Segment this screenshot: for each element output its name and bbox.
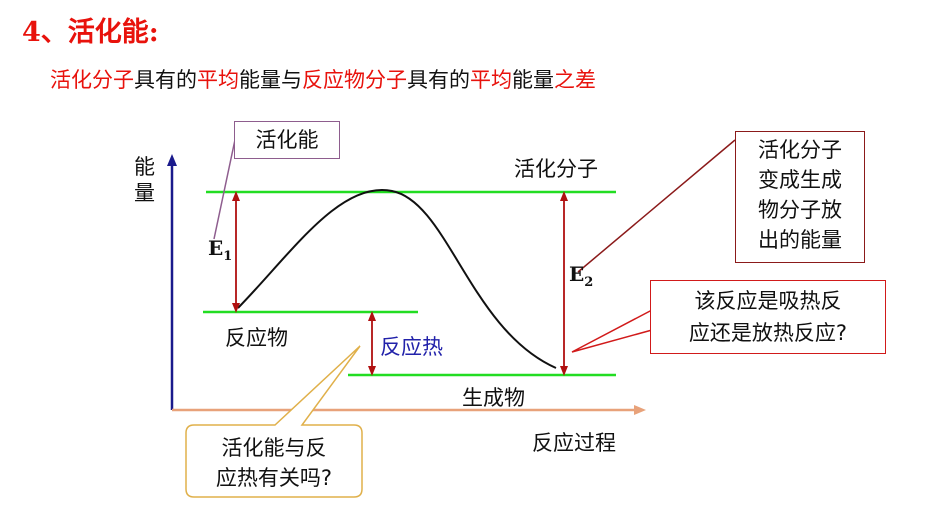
definition-segment: 能量 <box>512 68 554 92</box>
bubble-text-line: 活化能与反 <box>222 436 327 460</box>
definition-segment: 具有的 <box>407 68 470 92</box>
release-box-pointer <box>577 139 736 273</box>
y-axis-label: 能量 <box>134 155 155 205</box>
definition-segment: 平均 <box>470 68 512 92</box>
activation-energy-pointer <box>213 134 237 240</box>
definition-segment: 之差 <box>554 68 596 92</box>
energy-release-box: 活化分子 变成生成 物分子放 出的能量 <box>735 131 865 263</box>
speech-bubble <box>185 345 363 498</box>
bubble-text-line: 应热有关吗? <box>216 466 332 490</box>
definition-segment: 具有的 <box>134 68 197 92</box>
reactant-label: 反应物 <box>225 326 288 350</box>
question-box-pointer <box>571 309 653 353</box>
reaction-type-question-box: 该反应是吸热反 应还是放热反应? <box>650 280 886 354</box>
definition-segment: 平均 <box>197 68 239 92</box>
e1-label: E1 <box>208 236 233 264</box>
activated-molecule-label: 活化分子 <box>514 157 598 181</box>
e2-label: E2 <box>569 262 594 290</box>
definition-segment: 反应物分子 <box>302 68 407 92</box>
x-axis-label: 反应过程 <box>532 431 616 455</box>
reaction-heat-label: 反应热 <box>380 335 443 359</box>
page-title: 4、活化能: <box>22 17 159 48</box>
definition-line: 活化分子具有的平均能量与反应物分子具有的平均能量之差 <box>50 64 596 94</box>
activation-energy-box: 活化能 <box>234 121 340 159</box>
definition-segment: 能量与 <box>239 68 302 92</box>
definition-segment: 活化分子 <box>50 68 134 92</box>
bubble-text: 活化能与反应热有关吗? <box>216 436 332 490</box>
product-label: 生成物 <box>462 386 525 410</box>
reaction-curve <box>237 188 557 369</box>
